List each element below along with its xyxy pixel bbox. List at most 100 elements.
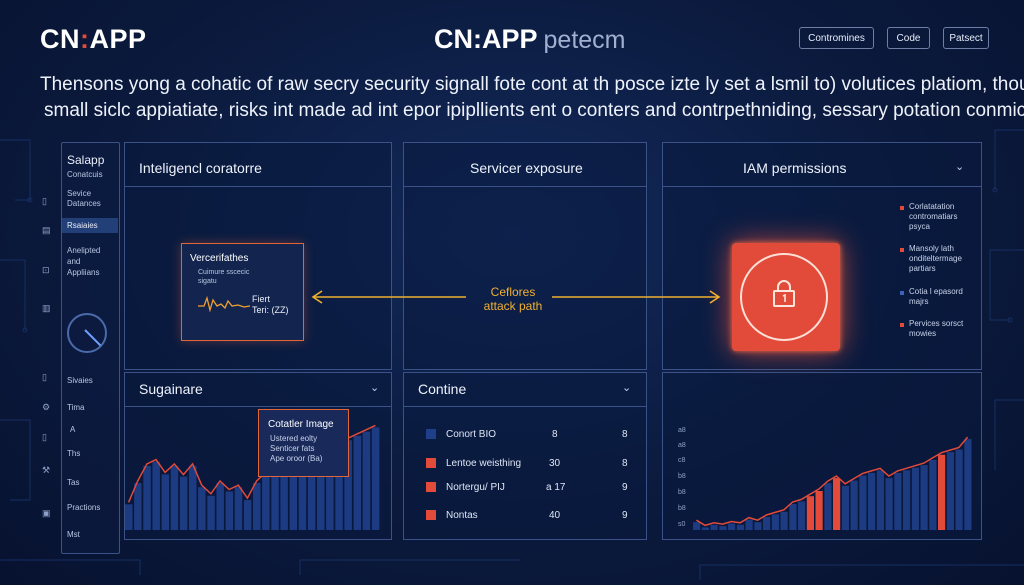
sidebar-group-line[interactable]: Appliians [67,268,100,277]
service-exposure-panel [403,142,647,370]
sidebar-item[interactable]: Conatcuis [67,170,103,179]
chart-bar [850,480,858,530]
chart-bar [728,523,736,530]
contromines-button[interactable]: Contromines [799,27,874,49]
sidebar-item[interactable]: Mst [67,530,80,539]
settings-icon[interactable]: ⚙ [42,402,51,412]
row-marker [426,429,436,439]
contine-row-value: 9 [622,482,628,493]
chart-bar [216,483,224,530]
box-icon[interactable]: ▣ [42,508,51,518]
chart-bar [170,465,179,530]
chart-tick: a8 [678,427,686,434]
chevron-down-icon[interactable]: ⌄ [370,382,380,394]
chart-bar [198,487,206,530]
chart-bar [876,470,884,530]
chart-bar [271,465,279,530]
chart-bar [903,470,911,530]
contine-row-label: Nortergu/ PIJ [446,482,505,493]
chart-tick: b8 [678,489,686,496]
list-icon[interactable]: ▯ [42,372,47,382]
container-image-card[interactable]: Cotatler Image Ustered eolty Senticer fa… [258,409,349,477]
container-image-card-title: Cotatler Image [268,419,334,430]
chart-bar [789,504,797,530]
sidebar-item[interactable]: A [70,425,76,434]
chart-bar [824,483,832,530]
chart-bar [736,524,744,530]
grid-icon[interactable]: ▤ [42,225,51,235]
sidebar-item[interactable]: Tima [67,403,85,412]
vulnerabilities-card[interactable]: Vercerifathes Cuimure sscecic sigatu Fie… [181,243,304,341]
lock-icon [773,280,795,307]
contine-row-value: 8 [622,429,628,440]
chart-bar [143,465,151,530]
contine-row-value: 30 [549,458,561,469]
sidebar-group-line[interactable]: Anelipted [67,246,101,255]
chart-bar [161,474,170,530]
container-image-line: Senticer fats [270,444,315,453]
iam-panel-title: IAM permissions [743,160,847,176]
divider [124,186,392,187]
app-logo[interactable]: CN:APP [40,24,147,54]
chart-bar [701,527,709,530]
tool-icon[interactable]: ⚒ [42,465,51,475]
chart-bar [946,452,954,530]
chart-tick: c8 [678,457,686,464]
chart-bar [134,483,142,530]
code-button[interactable]: Code [887,27,930,49]
legend-marker [900,206,904,210]
chart-bar [289,448,298,530]
sidebar-item[interactable]: Sivaies [67,376,93,385]
gear-icon[interactable]: ⊡ [42,265,50,275]
file-icon[interactable]: ▯ [42,432,47,442]
chart-tick: b8 [678,473,686,480]
chart-bar [371,427,380,530]
sidebar-item[interactable]: Datances [67,199,101,208]
pulse-sparkline [198,295,250,313]
chart-bar [207,495,215,530]
chart-bar [362,431,371,530]
highlight-bar [833,478,841,530]
chart-bar [189,465,197,530]
chart-bar [152,461,160,530]
signature-panel-title: Sugainare [139,381,203,397]
sidebar-item-selected[interactable]: Rsaiaies [62,218,118,233]
contine-row-value: 8 [622,458,628,469]
chart-bar [344,440,352,530]
chart-bar [745,519,753,530]
contine-row-label: Nontas [446,510,478,521]
chart-bar [754,522,762,530]
highlight-bar [806,496,814,530]
contine-row-label: Conort BIO [446,429,497,440]
chart-bar [262,474,270,530]
sidebar-group-line[interactable]: and [67,257,81,266]
patsect-button[interactable]: Patsect [943,27,989,49]
highlight-bar [815,491,823,530]
page-title-main: CN:APP [434,24,538,54]
chevron-down-icon[interactable]: ⌄ [955,161,965,173]
container-image-line: Ustered eolty [270,434,318,443]
page-title-sub: petecm [543,26,626,54]
doc-icon[interactable]: ▯ [42,196,47,206]
chart-icon[interactable]: ▥ [42,303,51,313]
chart-bar [955,449,963,530]
chart-bar [798,501,806,530]
chevron-down-icon[interactable]: ⌄ [622,382,632,394]
chart-bar [885,478,893,530]
sidebar-item[interactable]: Sevice [67,189,92,198]
sidebar-item[interactable]: Practions [67,503,101,512]
vulnerabilities-card-field: Teri: (ZZ) [252,305,289,315]
chart-bar [929,459,937,530]
vulnerabilities-card-title: Vercerifathes [190,253,249,264]
vulnerabilities-card-sub: sigatu [198,278,217,285]
row-marker [426,458,436,468]
chart-bar [719,526,727,530]
sidebar-item[interactable]: Ths [67,449,81,458]
sidebar-item[interactable]: Tas [67,478,80,487]
chart-bar [920,465,928,530]
attack-path-arrow [311,290,721,304]
